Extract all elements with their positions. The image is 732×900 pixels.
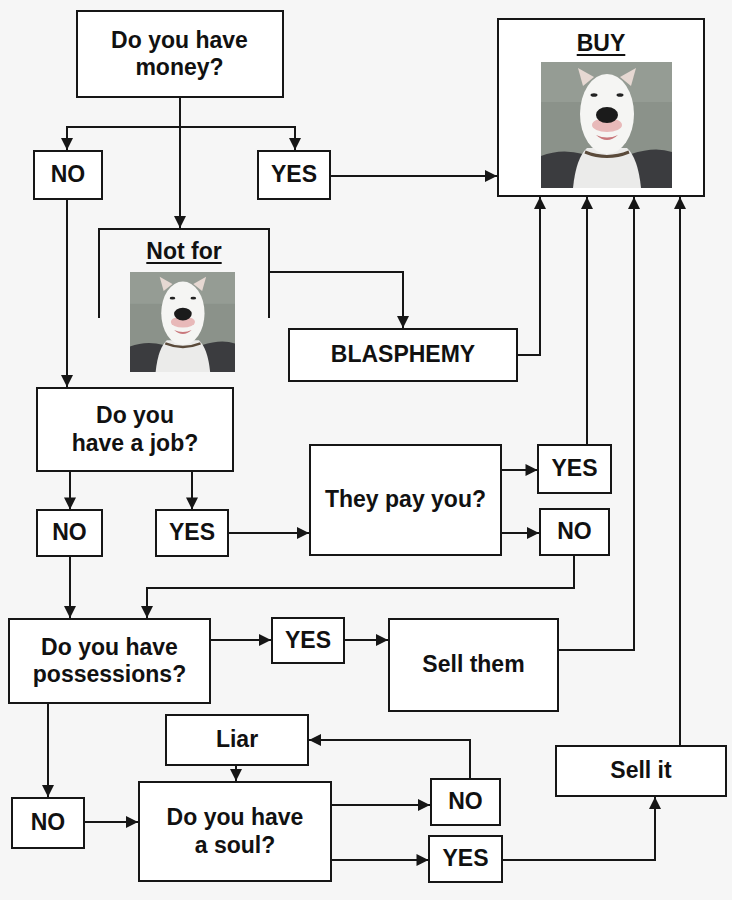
flow-arrow (309, 740, 470, 778)
result-box: Liar (165, 714, 309, 766)
flow-arrow (331, 175, 497, 177)
dog-eye (170, 297, 176, 300)
flow-arrow (235, 766, 237, 781)
node-text: Sell them (422, 651, 524, 678)
flow-arrow (586, 197, 588, 444)
flow-arrow (191, 472, 193, 509)
node-text: They pay you? (325, 486, 486, 513)
flow-arrow (47, 704, 49, 797)
answer-box: YES (271, 617, 345, 664)
photo-background (130, 272, 235, 372)
action-box: Sell it (555, 745, 727, 797)
answer-box: NO (36, 509, 103, 556)
node-text: Do you have a soul? (163, 804, 308, 858)
node-text: NO (448, 788, 483, 815)
question-box: Do you have money? (76, 10, 284, 98)
flow-arrow (270, 272, 403, 328)
image-box: BUY (497, 18, 705, 197)
answer-box: YES (257, 150, 331, 200)
flow-arrow (332, 859, 428, 861)
flow-arrow (69, 472, 71, 509)
flow-arrow (67, 98, 180, 150)
dog-nose (174, 308, 192, 321)
heading-text: BUY (577, 30, 626, 57)
answer-box: NO (430, 778, 501, 826)
flow-arrow (85, 821, 138, 823)
flow-arrow (559, 197, 634, 650)
dog-mouth (596, 135, 618, 140)
node-text: NO (52, 519, 87, 546)
answer-box: NO (33, 150, 103, 200)
flow-arrow (503, 797, 655, 860)
node-text: Do you have possessions? (22, 634, 197, 688)
node-text: YES (442, 845, 488, 872)
flow-arrow (518, 197, 540, 355)
flow-arrow (66, 200, 68, 387)
dog-nose (596, 107, 618, 123)
answer-box: NO (11, 797, 85, 849)
question-box: They pay you? (309, 444, 502, 556)
dog-collar (165, 343, 200, 347)
flow-arrow (679, 197, 681, 745)
flow-arrow (147, 556, 574, 618)
flow-arrow (332, 804, 430, 806)
flow-arrow (229, 532, 309, 534)
node-text: Do you have money? (90, 27, 270, 81)
answer-box: YES (155, 509, 229, 556)
node-text: Liar (216, 726, 258, 753)
question-box: Do you have a soul? (138, 781, 332, 882)
flow-arrow (211, 639, 271, 641)
flow-arrow (502, 469, 537, 471)
flow-arrow (345, 639, 388, 641)
dog-head (580, 74, 634, 154)
result-box: BLASPHEMY (288, 328, 518, 382)
dog-eye (191, 297, 197, 300)
flow-arrow (69, 557, 71, 618)
answer-box: YES (537, 444, 611, 494)
answer-box: YES (428, 835, 502, 882)
node-text: YES (169, 519, 215, 546)
dog-eye (617, 93, 624, 97)
node-text: YES (271, 161, 317, 188)
node-text: Sell it (610, 757, 671, 784)
heading-text: Not for (146, 238, 221, 265)
action-box: Sell them (388, 618, 559, 712)
node-text: NO (557, 518, 592, 545)
node-text: YES (551, 455, 597, 482)
node-text: NO (31, 809, 66, 836)
answer-box: NO (539, 508, 610, 556)
dog-head (161, 282, 204, 345)
flow-arrow (502, 532, 539, 534)
node-text: YES (285, 627, 331, 654)
node-text: NO (51, 161, 86, 188)
question-box: Do you have possessions? (8, 618, 211, 704)
node-text: BLASPHEMY (331, 341, 475, 368)
dog-collar (585, 152, 629, 157)
bracket-box: Not for (98, 228, 270, 375)
dog-photo (541, 62, 672, 188)
photo-background (541, 62, 672, 188)
dog-photo (130, 272, 235, 372)
dog-eye (591, 93, 598, 97)
question-box: Do you have a job? (36, 387, 234, 472)
dog-mouth (174, 330, 192, 334)
node-text: Do you have a job? (70, 402, 200, 456)
flow-arrow (180, 98, 295, 150)
